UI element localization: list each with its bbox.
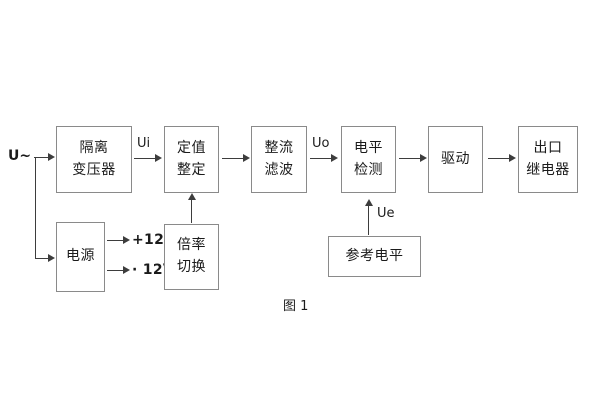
setting-to-rectifier-line: [222, 158, 244, 159]
uo-arrowhead: [331, 154, 338, 162]
feed-transformer-line: [35, 157, 49, 158]
level-to-drive-arrowhead: [420, 154, 427, 162]
input-source-label: U~: [8, 148, 32, 164]
block-setting-value-line2: 整定: [177, 161, 206, 178]
block-level-detection[interactable]: 电平 检测: [341, 126, 396, 193]
reference-to-level-line: [368, 205, 369, 235]
block-rectifier-filter[interactable]: 整流 滤波: [251, 126, 307, 193]
input-bus-vline: [35, 157, 36, 258]
block-isolation-transformer-line2: 变压器: [72, 161, 116, 178]
block-multiple-switching[interactable]: 倍率 切换: [164, 224, 219, 290]
block-multiple-switching-line1: 倍率: [177, 237, 206, 254]
block-drive[interactable]: 驱动: [428, 126, 483, 193]
block-rectifier-filter-line1: 整流: [264, 139, 294, 156]
figure-caption: 图 1: [283, 299, 309, 314]
drive-to-relay-arrowhead: [509, 154, 516, 162]
block-output-relay-line2: 继电器: [526, 161, 570, 178]
rail-negative-line: [107, 270, 124, 271]
block-multiple-switching-line2: 切换: [177, 259, 206, 275]
block-output-relay[interactable]: 出口 继电器: [518, 126, 578, 193]
block-reference-level-line1: 参考电平: [345, 247, 404, 264]
switching-to-setting-line: [191, 199, 192, 223]
block-output-relay-line1: 出口: [533, 139, 563, 156]
block-level-detection-line1: 电平: [354, 139, 383, 156]
block-power-supply[interactable]: 电源: [56, 222, 105, 292]
block-power-supply-line1: 电源: [66, 248, 95, 265]
reference-to-level-arrowhead: [365, 199, 373, 206]
block-setting-value-line1: 定值: [177, 139, 206, 156]
uo-label: Uo: [312, 136, 330, 151]
feed-transformer-arrowhead: [48, 153, 55, 161]
rail-positive-arrowhead: [123, 236, 130, 244]
rail-negative-arrowhead: [123, 266, 130, 274]
rail-negative-label: · 12V: [132, 262, 175, 278]
block-reference-level[interactable]: 参考电平: [328, 236, 421, 277]
ui-arrowhead: [155, 154, 162, 162]
feed-power-arrowhead: [48, 254, 55, 262]
block-level-detection-line2: 检测: [354, 161, 383, 178]
ue-label: Ue: [377, 206, 395, 221]
level-to-drive-line: [399, 158, 421, 159]
uo-connector-line: [310, 158, 332, 159]
ui-connector-line: [134, 158, 156, 159]
block-drive-line1: 驱动: [441, 150, 470, 167]
setting-to-rectifier-arrowhead: [243, 154, 250, 162]
ui-label: Ui: [137, 136, 151, 151]
drive-to-relay-line: [488, 158, 510, 159]
rail-positive-line: [107, 240, 124, 241]
switching-to-setting-arrowhead: [188, 193, 196, 200]
block-isolation-transformer[interactable]: 隔离 变压器: [56, 126, 132, 193]
feed-power-line: [35, 258, 49, 259]
block-isolation-transformer-line1: 隔离: [79, 139, 109, 156]
block-rectifier-filter-line2: 滤波: [264, 161, 294, 178]
block-setting-value[interactable]: 定值 整定: [164, 126, 219, 193]
